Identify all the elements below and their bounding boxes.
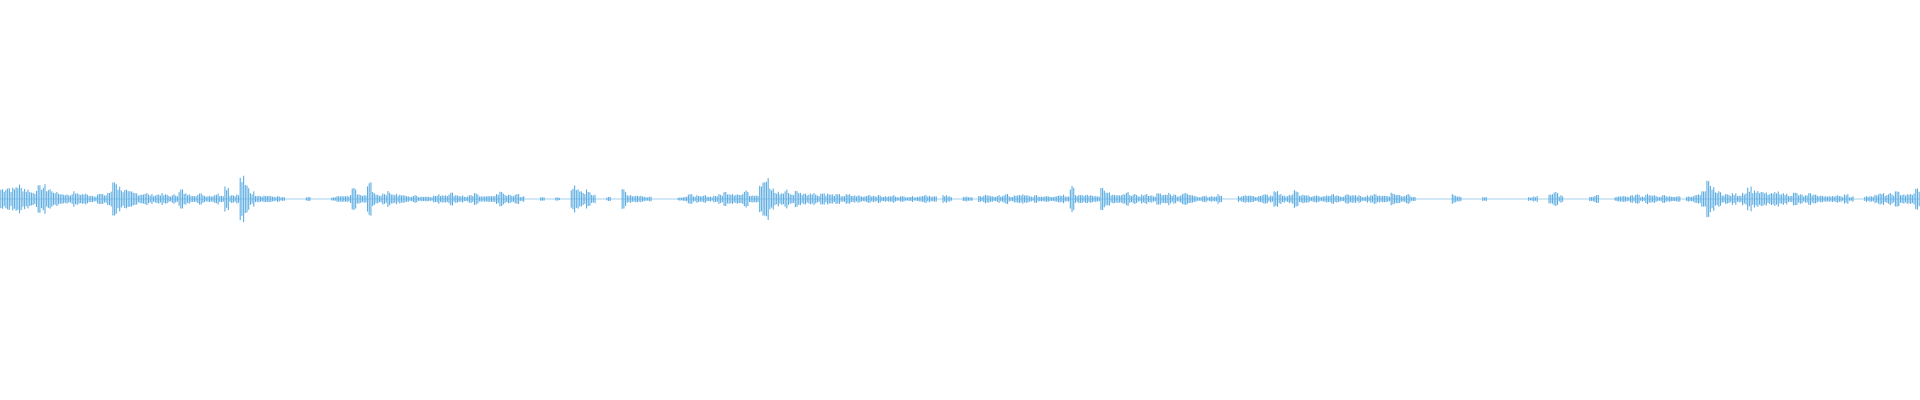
waveform-amplitude-path [0,175,1920,223]
